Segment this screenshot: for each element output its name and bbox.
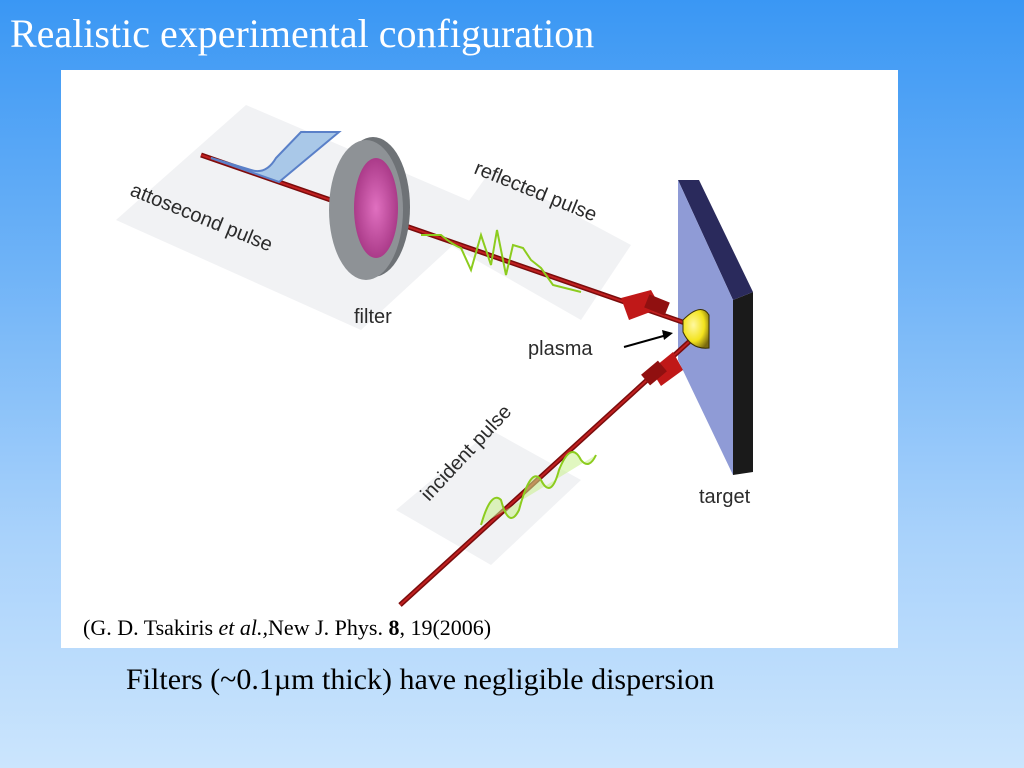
citation-authors: (G. D. Tsakiris: [83, 615, 219, 640]
incident-plane: [396, 430, 581, 565]
citation: (G. D. Tsakiris et al.,New J. Phys. 8, 1…: [83, 615, 491, 641]
plasma-arrowhead: [662, 330, 673, 340]
slide-caption: Filters (~0.1µm thick) have negligible d…: [126, 663, 715, 696]
slide-title: Realistic experimental configuration: [10, 11, 595, 56]
label-plasma: plasma: [528, 338, 593, 360]
label-filter: filter: [354, 306, 392, 328]
reflected-plane: [441, 170, 631, 320]
citation-volume: 8: [388, 615, 400, 640]
attosecond-spike: [210, 131, 342, 184]
reflected-optic-body: [644, 294, 670, 316]
citation-journal: New J. Phys.: [268, 615, 389, 640]
filter-core: [354, 158, 398, 258]
incident-beam-highlight: [399, 339, 692, 606]
reflected-wave: [421, 229, 582, 293]
diagram-svg: attosecond pulse reflected pulse filter …: [116, 105, 753, 607]
target-edge: [733, 292, 753, 475]
plasma-arrow: [623, 334, 668, 348]
citation-etal: et al.,: [218, 615, 269, 640]
incident-wave: [480, 451, 597, 526]
target-top: [678, 180, 753, 300]
plasma-spot: [682, 309, 710, 349]
incident-optic-body: [641, 360, 667, 386]
diagram-figure: attosecond pulse reflected pulse filter …: [61, 70, 898, 648]
attosecond-plane: [116, 105, 491, 330]
citation-rest: , 19(2006): [399, 615, 492, 640]
label-target: target: [699, 486, 751, 508]
